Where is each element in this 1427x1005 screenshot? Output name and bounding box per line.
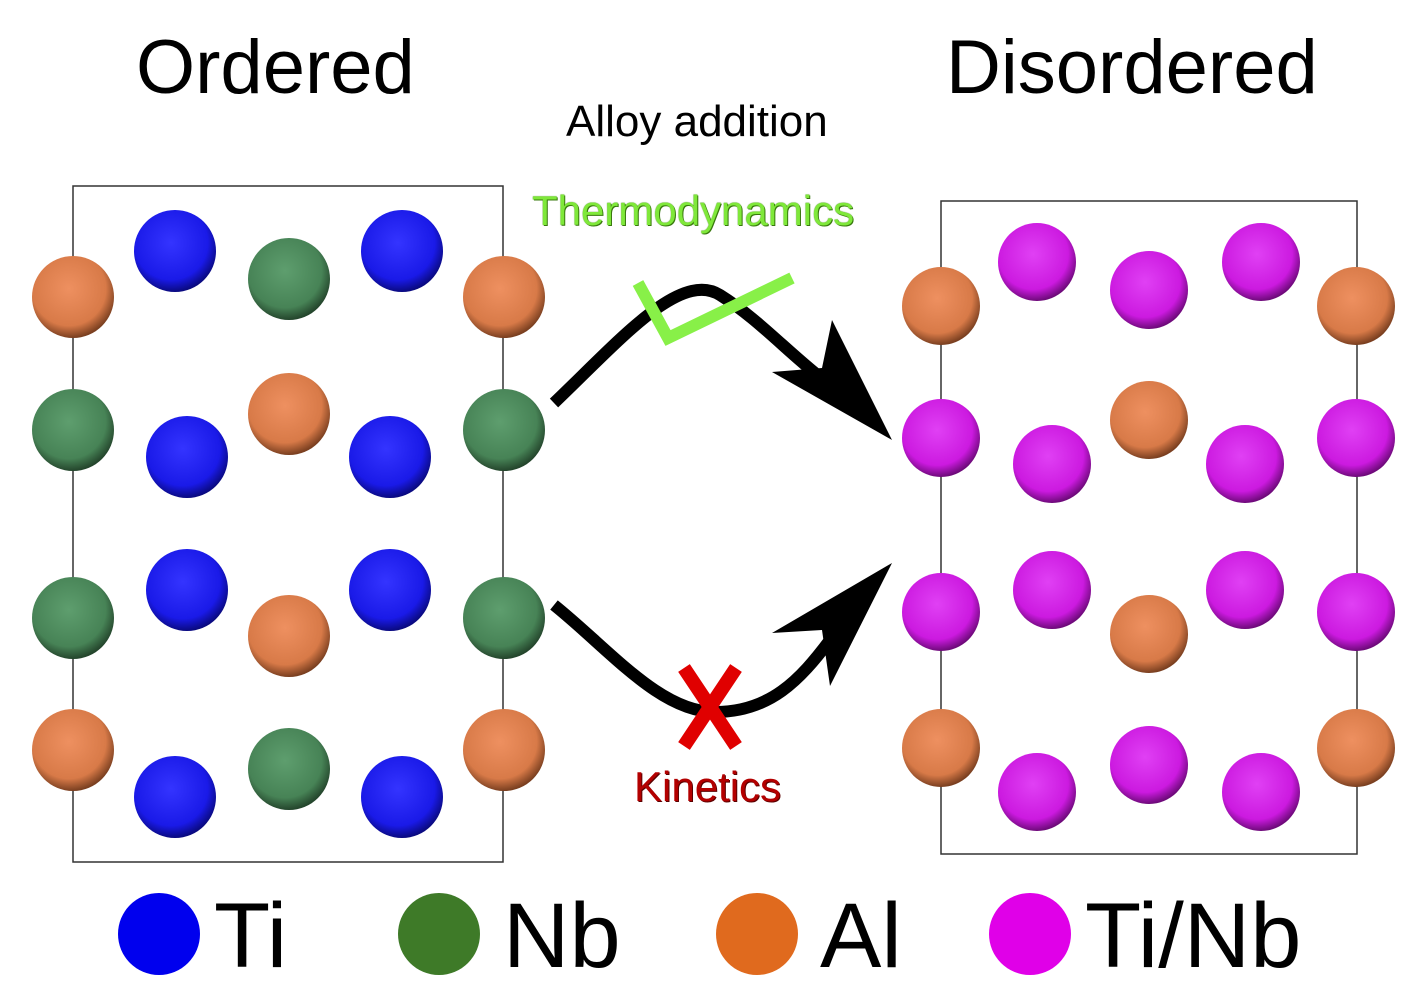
lower-arrow-head xyxy=(772,563,892,686)
cross-mark-icon xyxy=(678,664,742,750)
atom-nb xyxy=(463,389,545,471)
atom-tinb xyxy=(1222,753,1300,831)
legend-al-label: Al xyxy=(820,885,902,987)
legend-al-dot xyxy=(716,893,798,975)
atom-ti xyxy=(361,756,443,838)
atom-al xyxy=(248,595,330,677)
ordered-cell-frame xyxy=(72,185,504,863)
atom-al xyxy=(1110,381,1188,459)
atom-al xyxy=(463,256,545,338)
upper-arrow-path xyxy=(549,283,834,408)
atom-tinb xyxy=(902,399,980,477)
atom-tinb xyxy=(902,573,980,651)
check-mark-icon xyxy=(632,272,795,346)
legend-nb-label: Nb xyxy=(503,885,621,987)
ordered-title: Ordered xyxy=(136,25,415,110)
atom-tinb xyxy=(1110,726,1188,804)
atom-al xyxy=(902,267,980,345)
atom-tinb xyxy=(998,223,1076,301)
atom-tinb xyxy=(1317,399,1395,477)
atom-al xyxy=(463,709,545,791)
atom-ti xyxy=(134,756,216,838)
upper-arrow-head xyxy=(772,320,892,440)
atom-al xyxy=(1317,709,1395,787)
atom-al xyxy=(1110,595,1188,673)
atom-ti xyxy=(146,549,228,631)
lower-arrow-path xyxy=(550,600,835,719)
atom-al xyxy=(1317,267,1395,345)
atom-al xyxy=(32,256,114,338)
atom-tinb xyxy=(1317,573,1395,651)
ordered-atoms xyxy=(32,210,545,838)
atom-nb xyxy=(32,577,114,659)
atom-nb xyxy=(32,389,114,471)
atom-tinb xyxy=(1206,425,1284,503)
atom-nb xyxy=(248,728,330,810)
disordered-title: Disordered xyxy=(946,25,1318,110)
kinetics-label: Kinetics xyxy=(634,763,782,810)
atom-al xyxy=(902,709,980,787)
legend-tinb-label: Ti/Nb xyxy=(1085,885,1302,987)
legend-ti-label: Ti xyxy=(214,885,288,987)
atom-ti xyxy=(146,416,228,498)
atom-ti xyxy=(134,210,216,292)
atom-al xyxy=(248,373,330,455)
atom-ti xyxy=(349,549,431,631)
atom-tinb xyxy=(1013,551,1091,629)
alloy-addition-label: Alloy addition xyxy=(566,97,828,146)
legend-tinb-dot xyxy=(989,893,1071,975)
atom-tinb xyxy=(1013,425,1091,503)
atom-tinb xyxy=(998,753,1076,831)
atom-tinb xyxy=(1206,551,1284,629)
disordered-atoms xyxy=(902,223,1395,831)
disordered-cell-frame xyxy=(940,200,1358,855)
atom-al xyxy=(32,709,114,791)
atom-nb xyxy=(248,238,330,320)
atom-ti xyxy=(349,416,431,498)
legend-ti-dot xyxy=(118,893,200,975)
thermodynamics-label: Thermodynamics xyxy=(532,187,855,234)
atom-tinb xyxy=(1110,251,1188,329)
atom-tinb xyxy=(1222,223,1300,301)
atom-ti xyxy=(361,210,443,292)
legend-nb-dot xyxy=(398,893,480,975)
atom-nb xyxy=(463,577,545,659)
